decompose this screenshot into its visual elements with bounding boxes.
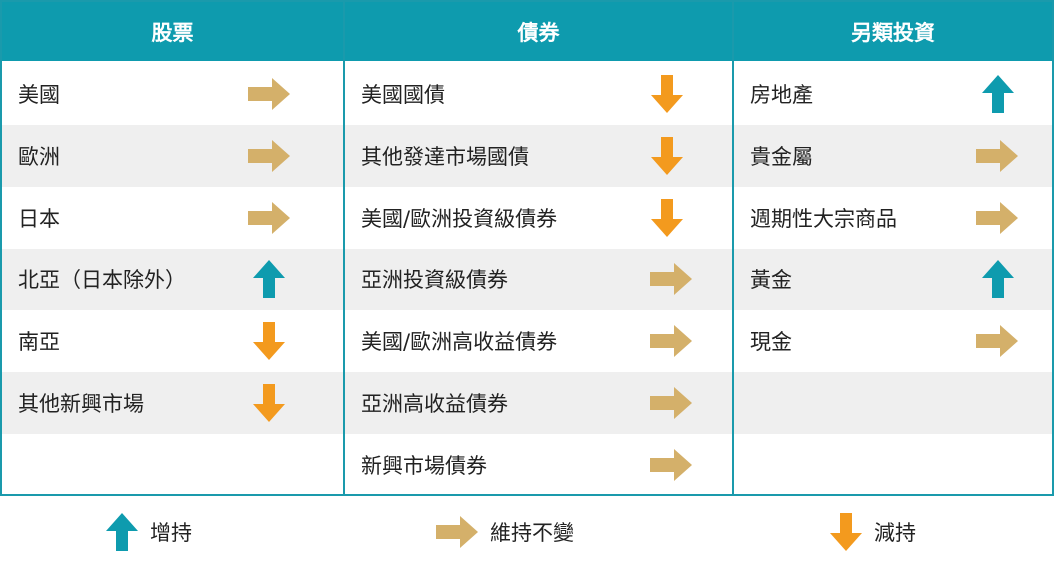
arrow-down-icon bbox=[651, 74, 683, 113]
table-row: 南亞 bbox=[2, 310, 343, 372]
row-label: 其他發達市場國債 bbox=[361, 144, 529, 169]
legend-maintain: 維持不變 bbox=[436, 515, 574, 548]
arrow-right-icon bbox=[976, 201, 1018, 234]
table-row bbox=[734, 434, 1052, 496]
arrow-right-icon bbox=[650, 448, 692, 481]
legend: 增持 維持不變 減持 bbox=[0, 496, 1054, 567]
column-header: 股票 bbox=[2, 2, 343, 63]
table-row bbox=[734, 372, 1052, 435]
row-label: 現金 bbox=[750, 330, 792, 355]
row-label: 黃金 bbox=[750, 268, 792, 293]
arrow-right-icon bbox=[650, 387, 692, 420]
legend-decrease-label: 減持 bbox=[874, 520, 916, 545]
arrow-right-icon bbox=[248, 201, 290, 234]
row-label: 房地產 bbox=[750, 82, 813, 107]
table-row: 亞洲投資級債券 bbox=[345, 248, 732, 311]
arrow-up-icon bbox=[253, 260, 285, 299]
table-row: 亞洲高收益債券 bbox=[345, 372, 732, 435]
column-header: 另類投資 bbox=[734, 2, 1052, 63]
table-row: 黃金 bbox=[734, 248, 1052, 311]
table-row bbox=[2, 434, 343, 496]
arrow-right-icon bbox=[650, 325, 692, 358]
arrow-right-icon bbox=[976, 325, 1018, 358]
table-row: 貴金屬 bbox=[734, 124, 1052, 187]
legend-increase: 增持 bbox=[106, 512, 192, 551]
row-label: 南亞 bbox=[18, 330, 60, 355]
row-label: 美國 bbox=[18, 82, 60, 107]
arrow-down-icon bbox=[830, 512, 862, 551]
row-label: 亞洲高收益債券 bbox=[361, 392, 508, 417]
row-label: 貴金屬 bbox=[750, 144, 813, 169]
legend-increase-label: 增持 bbox=[150, 520, 192, 545]
arrow-right-icon bbox=[976, 139, 1018, 172]
table-row: 現金 bbox=[734, 310, 1052, 372]
row-label: 新興市場債券 bbox=[361, 453, 487, 478]
table-row: 其他新興市場 bbox=[2, 372, 343, 435]
row-label: 其他新興市場 bbox=[18, 392, 144, 417]
row-label: 美國國債 bbox=[361, 82, 445, 107]
table-row: 日本 bbox=[2, 187, 343, 249]
arrow-right-icon bbox=[248, 77, 290, 110]
row-label: 週期性大宗商品 bbox=[750, 206, 897, 231]
column-equities: 股票 美國歐洲日本北亞（日本除外） 南亞其他新興市場 bbox=[2, 2, 343, 494]
table-row: 房地產 bbox=[734, 63, 1052, 125]
legend-decrease: 減持 bbox=[830, 512, 916, 551]
table-row: 新興市場債券 bbox=[345, 434, 732, 496]
table-row: 美國 bbox=[2, 63, 343, 125]
table-row: 週期性大宗商品 bbox=[734, 187, 1052, 249]
table-row: 其他發達市場國債 bbox=[345, 124, 732, 187]
row-label: 美國/歐洲高收益債券 bbox=[361, 330, 558, 355]
row-label: 美國/歐洲投資級債券 bbox=[361, 206, 558, 231]
arrow-down-icon bbox=[651, 136, 683, 175]
row-label: 亞洲投資級債券 bbox=[361, 268, 508, 293]
arrow-right-icon bbox=[436, 515, 478, 548]
column-header: 債券 bbox=[345, 2, 732, 63]
arrow-down-icon bbox=[253, 322, 285, 361]
row-label: 日本 bbox=[18, 206, 60, 231]
arrow-down-icon bbox=[253, 384, 285, 423]
table-row: 美國/歐洲高收益債券 bbox=[345, 310, 732, 372]
row-label: 北亞（日本除外） bbox=[18, 268, 186, 293]
row-label: 歐洲 bbox=[18, 144, 60, 169]
arrow-up-icon bbox=[106, 512, 138, 551]
allocation-table: 股票 美國歐洲日本北亞（日本除外） 南亞其他新興市場 債券 美國國債其他發達市場國… bbox=[0, 0, 1054, 496]
table-row: 美國/歐洲投資級債券 bbox=[345, 187, 732, 249]
column-alternatives: 另類投資 房地產貴金屬週期性大宗商品黃金現金 bbox=[732, 2, 1052, 494]
arrow-right-icon bbox=[650, 263, 692, 296]
arrow-up-icon bbox=[982, 260, 1014, 299]
table-row: 北亞（日本除外） bbox=[2, 248, 343, 311]
arrow-up-icon bbox=[982, 74, 1014, 113]
table-row: 美國國債 bbox=[345, 63, 732, 125]
table-row: 歐洲 bbox=[2, 124, 343, 187]
arrow-right-icon bbox=[248, 139, 290, 172]
column-bonds: 債券 美國國債其他發達市場國債美國/歐洲投資級債券亞洲投資級債券美國/歐洲高收益… bbox=[343, 2, 732, 494]
arrow-down-icon bbox=[651, 198, 683, 237]
legend-maintain-label: 維持不變 bbox=[490, 520, 574, 545]
